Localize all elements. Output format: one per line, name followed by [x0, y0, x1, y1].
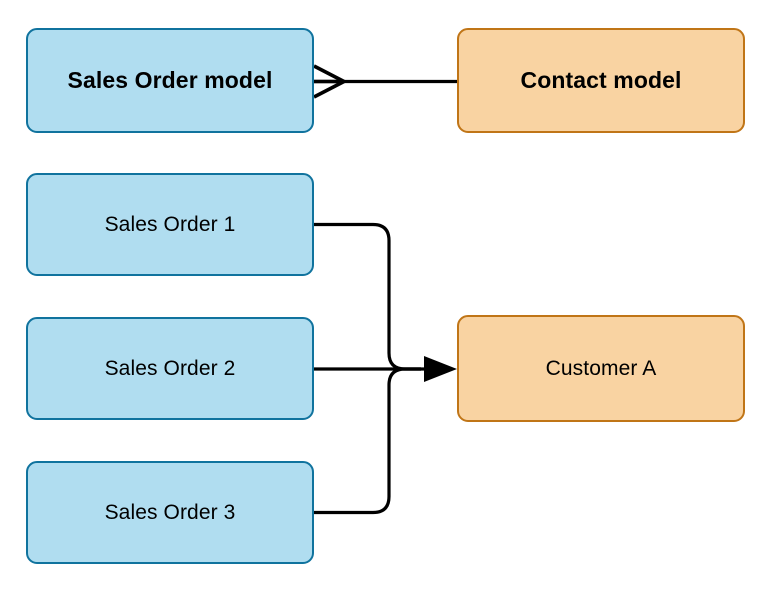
- node-contact-model[interactable]: Contact model: [457, 28, 745, 133]
- edge-line-order-3: [314, 367, 421, 515]
- node-sales-order-2[interactable]: Sales Order 2: [26, 317, 314, 420]
- node-label-contact-model: Contact model: [520, 67, 682, 93]
- node-sales-order-model[interactable]: Sales Order model: [26, 28, 314, 133]
- node-sales-order-1[interactable]: Sales Order 1: [26, 173, 314, 276]
- node-label-customer-a: Customer A: [545, 356, 657, 380]
- node-sales-order-3[interactable]: Sales Order 3: [26, 461, 314, 564]
- node-customer-a[interactable]: Customer A: [457, 315, 745, 422]
- edge-order-2-to-customer: [314, 356, 457, 382]
- node-label-sales-order-model: Sales Order model: [67, 67, 273, 93]
- edge-order-3-to-customer: [314, 367, 421, 515]
- edge-order-1-to-customer: [314, 222, 421, 371]
- node-label-sales-order-3: Sales Order 3: [104, 500, 236, 524]
- edge-line-order-1: [314, 222, 421, 371]
- node-label-sales-order-2: Sales Order 2: [104, 356, 236, 380]
- node-label-sales-order-1: Sales Order 1: [104, 212, 236, 236]
- crows-foot-icon: [313, 64, 345, 99]
- edge-model-relationship: [313, 64, 457, 99]
- arrowhead-icon: [424, 356, 457, 382]
